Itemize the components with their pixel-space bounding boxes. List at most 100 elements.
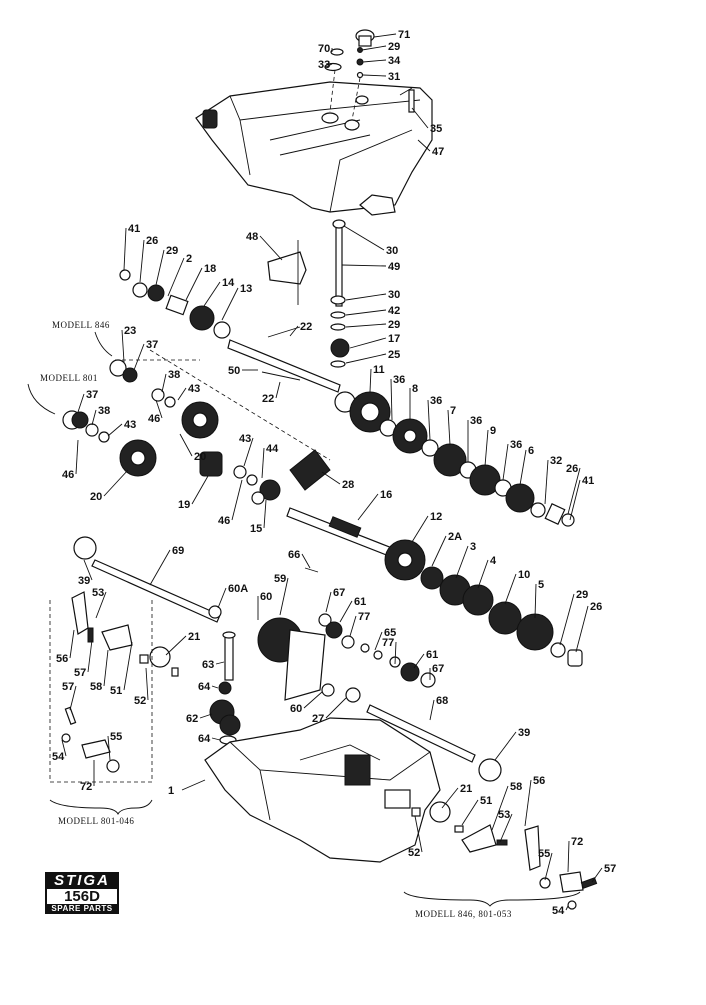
part-number-label: 28 (342, 479, 354, 491)
part-number-label: 49 (388, 261, 400, 273)
leader-line (161, 373, 167, 393)
part-number-label: 43 (239, 433, 251, 445)
left-bearing-groups (62, 349, 331, 505)
part-number-label: 29 (388, 41, 400, 53)
part-number-label: 22 (300, 321, 312, 333)
leader-line (357, 493, 379, 521)
part-number-label: 15 (250, 523, 262, 535)
part-number-label: 7 (450, 405, 456, 417)
leader-line (221, 287, 239, 321)
part-number-label: 58 (510, 781, 522, 793)
part-number-label: 43 (188, 383, 200, 395)
stiga-logo: STIGA 156D SPARE PARTS (45, 872, 119, 914)
part-number-label: 52 (408, 847, 420, 859)
leader-line (325, 697, 347, 719)
part-number-label: 36 (430, 395, 442, 407)
part-number-label: 64 (198, 733, 211, 745)
part-number-label: 56 (533, 775, 545, 787)
part-number-label: 51 (480, 795, 492, 807)
leader-line (69, 685, 77, 711)
part-number-label: 50 (228, 365, 240, 377)
leader-line (345, 323, 387, 328)
axle-assemblies (73, 536, 502, 782)
part-number-label: 48 (246, 231, 258, 243)
part-number-label: 3 (470, 541, 476, 553)
leader-line (591, 867, 603, 883)
leader-line (145, 667, 149, 701)
part-number-label: 53 (498, 809, 510, 821)
leader-line (179, 433, 193, 457)
leader-line (95, 591, 107, 619)
part-number-label: 32 (550, 455, 562, 467)
leader-line (390, 378, 393, 421)
leader-line (231, 479, 243, 521)
leader-line (345, 293, 387, 301)
part-number-label: 56 (56, 653, 68, 665)
leader-line (429, 699, 435, 721)
part-number-label: 46 (62, 469, 74, 481)
left-brake-assembly (49, 591, 179, 783)
part-number-label: 41 (582, 475, 594, 487)
leader-line (149, 549, 171, 586)
leader-line (279, 577, 289, 616)
part-number-label: 29 (576, 589, 588, 601)
leader-line (61, 739, 67, 757)
part-number-label: 57 (62, 681, 74, 693)
part-number-label: 60 (260, 591, 272, 603)
caption-modell-846: MODELL 846 (52, 320, 110, 330)
leader-line (567, 840, 570, 873)
part-number-label: 11 (373, 364, 385, 376)
part-number-label: 1 (168, 785, 174, 797)
main-shaft-assembly (119, 269, 575, 527)
part-number-label: 20 (194, 451, 206, 463)
leader-line (325, 63, 333, 68)
leader-line (373, 33, 397, 38)
part-number-label: 77 (358, 611, 370, 623)
part-number-label: 14 (222, 277, 235, 289)
arrow-modell-846 (94, 331, 113, 357)
part-number-label: 17 (388, 333, 400, 345)
part-number-label: 59 (274, 573, 286, 585)
leader-line (524, 779, 532, 827)
part-number-label: 22 (262, 393, 274, 405)
leader-line (139, 239, 145, 283)
leader-line (211, 685, 219, 689)
brand-name: STIGA (45, 872, 119, 889)
part-number-label: 19 (178, 499, 190, 511)
leader-line (431, 535, 447, 567)
shift-assembly (267, 219, 350, 368)
leader-line (259, 235, 283, 261)
leader-line (181, 779, 206, 791)
part-number-label: 9 (490, 425, 496, 437)
leader-line (455, 545, 469, 579)
leader-line (321, 471, 341, 485)
upper-housing-cover (195, 81, 433, 216)
part-number-label: 61 (426, 649, 438, 661)
leader-line (494, 731, 517, 761)
part-number-label: 27 (312, 713, 324, 725)
caption-modell-801-046: MODELL 801-046 (58, 816, 134, 826)
part-number-label: 31 (388, 71, 400, 83)
part-number-label: 38 (168, 369, 180, 381)
leader-line (569, 479, 581, 521)
part-number-label: 65 (384, 627, 396, 639)
leader-line (339, 600, 353, 623)
leader-line (103, 469, 129, 497)
leader-line (441, 787, 459, 809)
part-number-label: 67 (333, 587, 345, 599)
part-number-label: 23 (124, 325, 136, 337)
part-number-label: 42 (388, 305, 400, 317)
part-number-label: 41 (128, 223, 140, 235)
leader-line (499, 813, 513, 843)
leader-line (575, 605, 589, 653)
leader-line (565, 905, 569, 911)
part-number-label: 25 (388, 349, 400, 361)
leader-line (345, 353, 387, 364)
part-number-label: 67 (432, 663, 444, 675)
leader-line (91, 409, 97, 426)
part-number-label: 60 (290, 703, 302, 715)
leader-line (165, 635, 187, 656)
leader-line (121, 329, 125, 363)
part-number-label: 61 (354, 596, 366, 608)
leader-line (123, 227, 127, 271)
